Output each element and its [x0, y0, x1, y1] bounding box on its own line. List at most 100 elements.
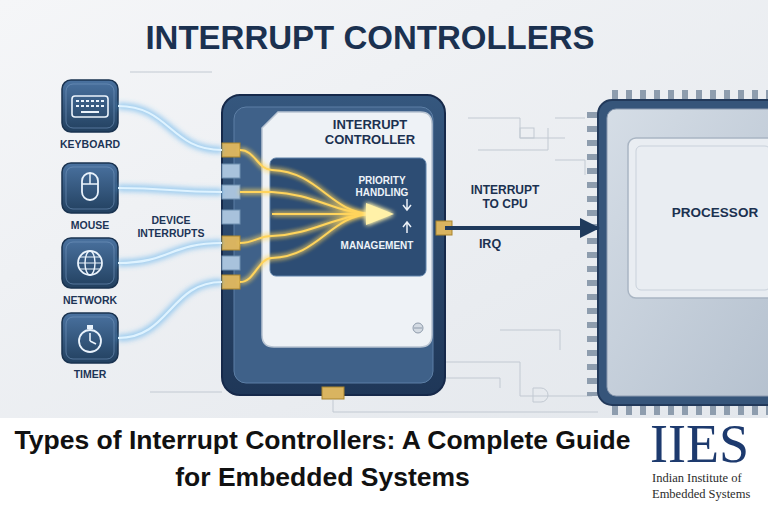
controller-chip	[403, 199, 411, 210]
controller-chip	[222, 256, 240, 270]
controller-chip	[272, 214, 372, 258]
device-icon-box: TIMER	[62, 313, 118, 363]
device-label: NETWORK	[40, 294, 140, 306]
circuit-trace	[478, 128, 548, 150]
timer-icon	[62, 313, 118, 363]
timer-icon	[66, 317, 114, 359]
circuit-trace	[520, 128, 534, 138]
network-icon	[66, 242, 114, 284]
controller-chip	[222, 164, 240, 178]
controller-chip	[322, 387, 344, 399]
mouse-icon	[66, 167, 114, 209]
irq-arrow	[445, 228, 598, 229]
wire-glow	[118, 282, 222, 338]
controller-chip	[240, 191, 272, 193]
processor-chip	[593, 95, 768, 410]
device-label: MOUSE	[40, 219, 140, 231]
controller-chip	[366, 203, 394, 225]
chip-title: INTERRUPT CONTROLLER	[300, 117, 440, 147]
device-label: TIMER	[40, 368, 140, 380]
mouse-icon	[62, 163, 118, 213]
timer-icon	[79, 330, 101, 352]
controller-chip	[436, 221, 452, 235]
controller-chip	[403, 222, 411, 233]
processor-chip	[612, 90, 768, 100]
network-icon	[78, 251, 102, 275]
network-icon	[62, 238, 118, 288]
circuit-trace	[445, 378, 500, 388]
controller-chip	[240, 258, 272, 282]
logo-text: Indian Institute of Embedded Systems	[652, 470, 768, 502]
circuit-trace	[130, 72, 222, 392]
mouse-icon	[62, 163, 118, 213]
mouse-icon	[82, 173, 98, 184]
mouse-icon	[82, 173, 98, 200]
wire-glow	[118, 106, 222, 150]
interrupt-wire	[118, 282, 222, 338]
controller-chip	[240, 150, 272, 170]
processor-box: PROCESSOR	[598, 100, 768, 405]
controller-chip	[222, 143, 240, 157]
arrow-line	[445, 226, 598, 230]
controller-chip	[234, 107, 433, 383]
device-icon-box: NETWORK	[62, 238, 118, 288]
circuit-trace	[468, 118, 565, 138]
controller-chip	[222, 95, 445, 395]
circuit-trace	[500, 330, 560, 350]
controller-chip	[222, 275, 240, 289]
controller-chip	[222, 95, 452, 399]
wire-core	[118, 188, 222, 192]
keyboard-icon	[62, 80, 118, 132]
circuit-trace	[333, 400, 598, 412]
interrupt-wire	[118, 188, 222, 192]
controller-chip	[270, 158, 426, 276]
processor-chip	[598, 100, 768, 405]
device-label: KEYBOARD	[40, 138, 140, 150]
controller-chip	[414, 328, 422, 329]
wire-core	[118, 106, 222, 150]
controller-chip	[222, 185, 240, 199]
wire-core	[118, 282, 222, 338]
processor-chip	[607, 109, 768, 396]
signal-label: DEVICE INTERRUPTS	[130, 214, 212, 240]
keyboard-icon	[62, 80, 118, 132]
connector-group	[118, 106, 598, 338]
edge-label: INTERRUPT TO CPU	[465, 183, 545, 211]
timer-icon	[87, 325, 93, 329]
circuit-trace	[533, 388, 548, 402]
wire-core	[118, 243, 222, 263]
controller-chip	[413, 323, 423, 333]
circuit-trace	[555, 118, 585, 175]
timer-icon	[90, 333, 96, 344]
interrupt-wire	[118, 243, 222, 263]
controller-chip	[240, 236, 272, 243]
logo-mark: IIES	[650, 416, 765, 472]
keyboard-icon	[66, 84, 114, 128]
chip-title: PROCESSOR	[650, 205, 768, 221]
function-label: PRIORITY HANDLING	[347, 175, 417, 199]
controller-chip-box: INTERRUPT CONTROLLERPRIORITY HANDLINGMAN…	[222, 95, 445, 395]
signal-label: IRQ	[465, 237, 515, 252]
network-icon	[62, 238, 118, 288]
caption: Types of Interrupt Controllers: A Comple…	[0, 422, 645, 496]
controller-chip	[262, 112, 432, 347]
device-icon-box: KEYBOARD	[62, 80, 118, 132]
timer-icon	[62, 313, 118, 363]
circuit-trace	[445, 362, 592, 396]
controller-chip	[222, 210, 240, 224]
keyboard-icon	[81, 111, 99, 113]
device-icon-box: MOUSE	[62, 163, 118, 213]
diagram-title: INTERRUPT CONTROLLERS	[0, 18, 740, 58]
network-icon	[78, 257, 102, 269]
keyboard-icon	[76, 101, 104, 106]
controller-chip	[240, 150, 372, 282]
processor-chip	[612, 405, 768, 415]
wire-glow	[118, 243, 222, 263]
wire-glow	[118, 188, 222, 192]
interrupt-wire	[118, 106, 222, 150]
circuit-trace	[130, 72, 598, 412]
keyboard-icon	[72, 96, 108, 117]
controller-chip	[222, 236, 240, 250]
